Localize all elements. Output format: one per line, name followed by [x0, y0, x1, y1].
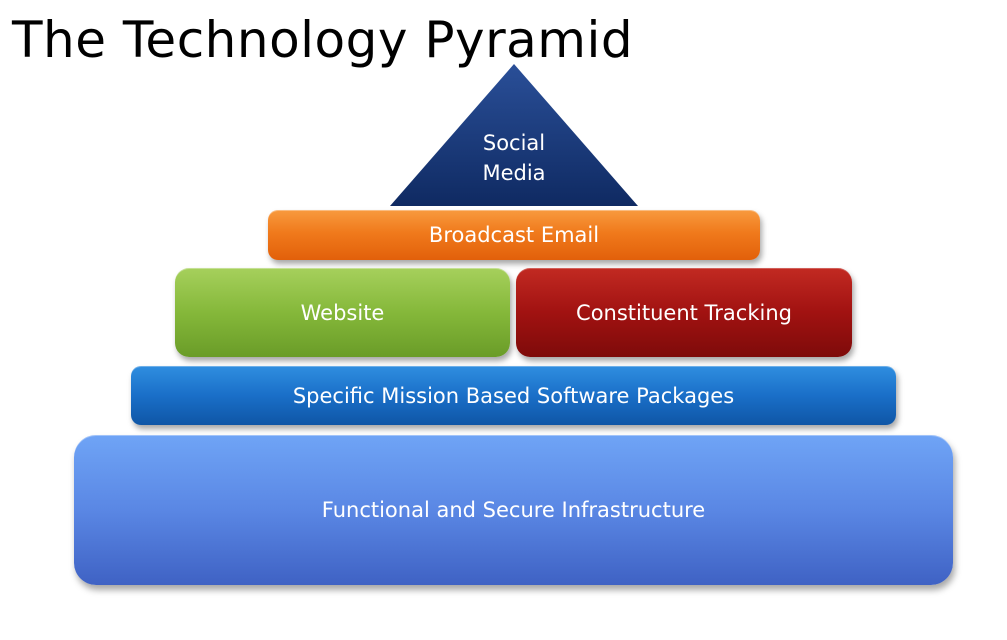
pyramid-apex-triangle	[390, 64, 638, 206]
constituent-tracking-label: Constituent Tracking	[576, 300, 792, 325]
apex-label-line-1: Social	[482, 131, 546, 155]
software-packages-label: Specific Mission Based Software Packages	[292, 383, 735, 408]
broadcast-email-layer: Broadcast Email	[268, 210, 760, 260]
website-layer: Website	[175, 268, 510, 357]
social-media-label: Social Media	[390, 128, 638, 188]
broadcast-email-label: Broadcast Email	[428, 223, 600, 247]
infrastructure-layer: Functional and Secure Infrastructure	[74, 435, 953, 585]
apex-label-line-2: Media	[482, 161, 546, 185]
website-label: Website	[300, 300, 385, 325]
page-title: The Technology Pyramid	[12, 11, 634, 69]
constituent-tracking-layer: Constituent Tracking	[516, 268, 852, 357]
software-packages-layer: Specific Mission Based Software Packages	[131, 366, 896, 425]
infrastructure-label: Functional and Secure Infrastructure	[321, 498, 706, 522]
social-media-apex: Social Media	[390, 64, 638, 206]
